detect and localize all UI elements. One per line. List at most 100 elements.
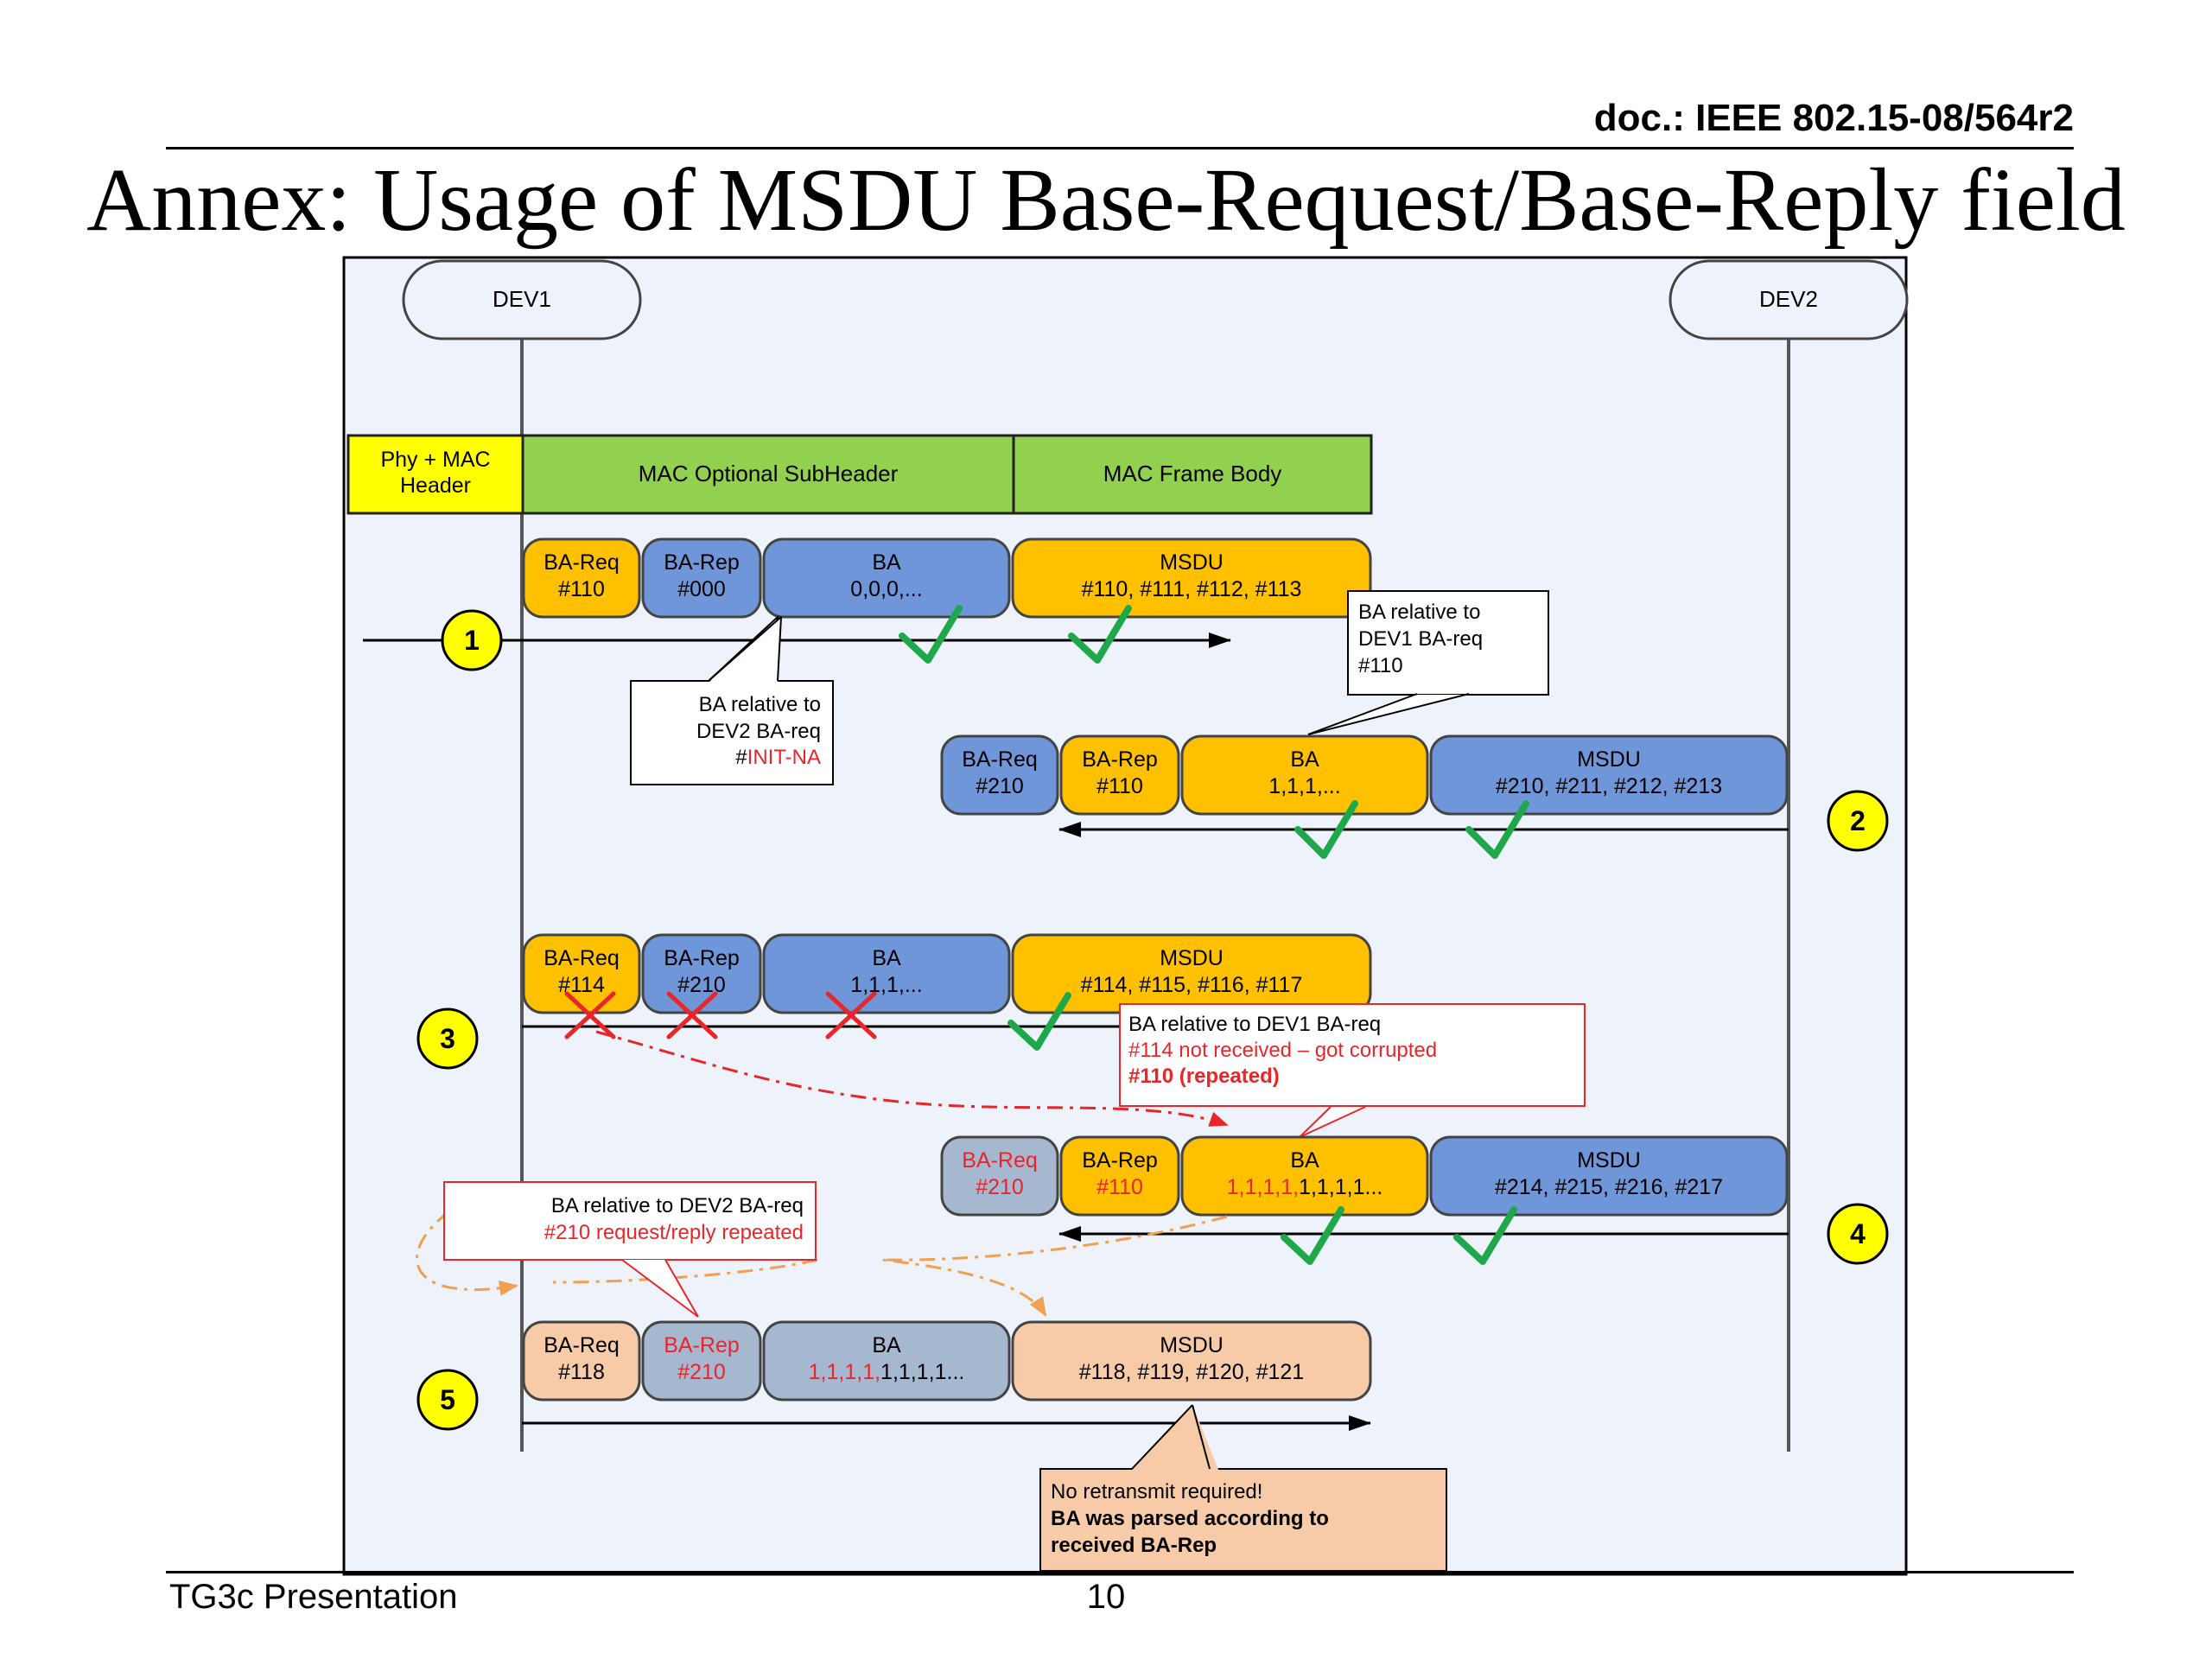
lost-frame-path xyxy=(595,1030,1229,1127)
row1-bareq-label: BA-Req xyxy=(543,550,620,575)
step-5-badge: 5 xyxy=(416,1369,479,1431)
step-1-label: 1 xyxy=(464,625,480,656)
step-1-badge: 1 xyxy=(441,609,503,671)
row3-msdu-label: MSDU xyxy=(1160,946,1224,970)
row4-bareq-label: BA-Req xyxy=(962,1148,1038,1173)
callout-dev2-init: BA relative to DEV2 BA-req #INIT-NA xyxy=(630,614,834,785)
step-3-label: 3 xyxy=(440,1023,455,1054)
step-4-badge: 4 xyxy=(1827,1203,1889,1265)
callout-repeated-line-2: #210 request/reply repeated xyxy=(544,1221,804,1244)
optional-subheader-label: MAC Optional SubHeader xyxy=(639,461,899,486)
step-2-label: 2 xyxy=(1850,805,1866,836)
repeat-path-right xyxy=(880,1215,1228,1317)
row5-barep-label: BA-Rep xyxy=(664,1333,740,1357)
frame-header-row: Phy + MAC Header MAC Optional SubHeader … xyxy=(346,434,1373,515)
callout-repeated-line-1: BA relative to DEV2 BA-req xyxy=(551,1194,804,1217)
dev1-label: DEV1 xyxy=(493,286,551,312)
frame-body-label: MAC Frame Body xyxy=(1103,461,1282,486)
callout-dev1-line-1: BA relative to xyxy=(1358,601,1480,624)
row1-msdu-value: #110, #111, #112, #113 xyxy=(1082,577,1302,601)
cross-icon xyxy=(564,991,616,1039)
row1-msdu-label: MSDU xyxy=(1160,550,1224,575)
row5-barep-value: #210 xyxy=(677,1360,726,1384)
dev2-node: DEV2 xyxy=(1669,259,1909,340)
row1-barep-value: #000 xyxy=(677,577,726,601)
repeat-path-mid xyxy=(552,1258,818,1284)
check-icon xyxy=(1453,1206,1517,1265)
step-2-badge: 2 xyxy=(1827,790,1889,852)
dev2-label: DEV2 xyxy=(1759,286,1818,312)
callout-no-retransmit: No retransmit required! BA was parsed ac… xyxy=(1039,1404,1447,1572)
row2-msdu-value: #210, #211, #212, #213 xyxy=(1496,774,1722,798)
callout-dev1-line-3: #110 xyxy=(1358,654,1403,677)
row4-msdu-label: MSDU xyxy=(1577,1148,1641,1173)
row2-msdu-label: MSDU xyxy=(1577,747,1641,772)
callout-repeated: BA relative to DEV2 BA-req #210 request/… xyxy=(443,1181,817,1318)
row5-ba-label: BA xyxy=(872,1333,901,1357)
callout-corrupted-line-1: BA relative to DEV1 BA-req xyxy=(1128,1013,1381,1036)
row4-barep-value: #110 xyxy=(1096,1175,1143,1199)
phy-mac-header-label-1: Phy + MAC xyxy=(380,448,490,472)
cross-icon xyxy=(825,991,877,1039)
row5-msdu-value: #118, #119, #120, #121 xyxy=(1079,1360,1304,1384)
dev1-node: DEV1 xyxy=(402,259,642,340)
row5-msdu-label: MSDU xyxy=(1160,1333,1224,1357)
row5-bareq-label: BA-Req xyxy=(543,1333,620,1357)
callout-dev2-line-2: DEV2 BA-req xyxy=(696,720,821,743)
check-icon xyxy=(1007,992,1071,1051)
row2-ba-value: 1,1,1,... xyxy=(1268,774,1340,798)
callout-final-line-2: BA was parsed according to xyxy=(1051,1507,1329,1530)
callout-dev1-110: BA relative to DEV1 BA-req #110 xyxy=(1307,590,1549,735)
row2-bareq-label: BA-Req xyxy=(962,747,1038,772)
row5-bareq-value: #118 xyxy=(558,1360,605,1384)
cross-icon xyxy=(666,991,718,1039)
row1-ba-label: BA xyxy=(872,550,901,575)
phy-mac-header-label-2: Header xyxy=(400,474,471,498)
doc-id: doc.: IEEE 802.15-08/564r2 xyxy=(1593,97,2074,139)
row4-ba-label: BA xyxy=(1290,1148,1319,1173)
frame-row-2: BA-Req #210 BA-Rep #110 BA 1,1,1,... MSD… xyxy=(940,734,1789,816)
row4-bareq-value: #210 xyxy=(976,1175,1024,1199)
row3-bareq-label: BA-Req xyxy=(543,946,620,970)
row3-barep-label: BA-Rep xyxy=(664,946,740,970)
row3-msdu-value: #114, #115, #116, #117 xyxy=(1081,973,1303,997)
row2-bareq-value: #210 xyxy=(976,774,1024,798)
callout-final-line-3: received BA-Rep xyxy=(1051,1534,1217,1557)
row3-barep-value: #210 xyxy=(677,973,726,997)
callout-corrupted-line-3: #110 (repeated) xyxy=(1128,1065,1280,1088)
check-icon xyxy=(1068,605,1132,664)
row4-barep-label: BA-Rep xyxy=(1082,1148,1158,1173)
row1-ba-value: 0,0,0,... xyxy=(850,577,922,601)
row1-bareq-value: #110 xyxy=(558,577,605,601)
row4-ba-value: 1,1,1,1,1,1,1,1... xyxy=(1227,1175,1383,1199)
callout-dev2-line-3-red: INIT-NA xyxy=(747,746,821,769)
check-icon xyxy=(1294,800,1358,859)
callout-dev1-line-2: DEV1 BA-req xyxy=(1358,627,1483,651)
page-number: 10 xyxy=(1086,1578,1126,1616)
row5-ba-value: 1,1,1,1,1,1,1,1... xyxy=(809,1360,965,1384)
row2-ba-label: BA xyxy=(1290,747,1319,772)
step-5-label: 5 xyxy=(440,1384,455,1415)
footer-rule xyxy=(166,1571,2074,1573)
check-icon xyxy=(899,605,963,664)
step-4-label: 4 xyxy=(1850,1218,1866,1249)
callout-final-line-1: No retransmit required! xyxy=(1051,1480,1262,1503)
row4-msdu-value: #214, #215, #216, #217 xyxy=(1495,1175,1723,1199)
footer-label: TG3c Presentation xyxy=(169,1578,458,1616)
check-icon xyxy=(1465,800,1529,859)
row2-barep-label: BA-Rep xyxy=(1082,747,1158,772)
step-3-badge: 3 xyxy=(416,1007,479,1070)
callout-dev2-line-1: BA relative to xyxy=(699,693,821,716)
row2-barep-value: #110 xyxy=(1096,774,1143,798)
callout-corrupted: BA relative to DEV1 BA-req #114 not rece… xyxy=(1119,1003,1586,1138)
frame-row-3: BA-Req #114 BA-Rep #210 BA 1,1,1,... MSD… xyxy=(522,933,1372,1014)
svg-text:#INIT-NA: #INIT-NA xyxy=(735,746,821,769)
check-icon xyxy=(1281,1206,1344,1265)
repeat-path-left xyxy=(416,1210,518,1296)
header-rule xyxy=(166,147,2074,149)
row3-ba-label: BA xyxy=(872,946,901,970)
frame-row-4: BA-Req #210 BA-Rep #110 BA 1,1,1,1,1,1,1… xyxy=(940,1135,1789,1217)
page-title: Annex: Usage of MSDU Base-Request/Base-R… xyxy=(86,150,2126,250)
callout-dev2-line-3-prefix: # xyxy=(735,746,747,769)
